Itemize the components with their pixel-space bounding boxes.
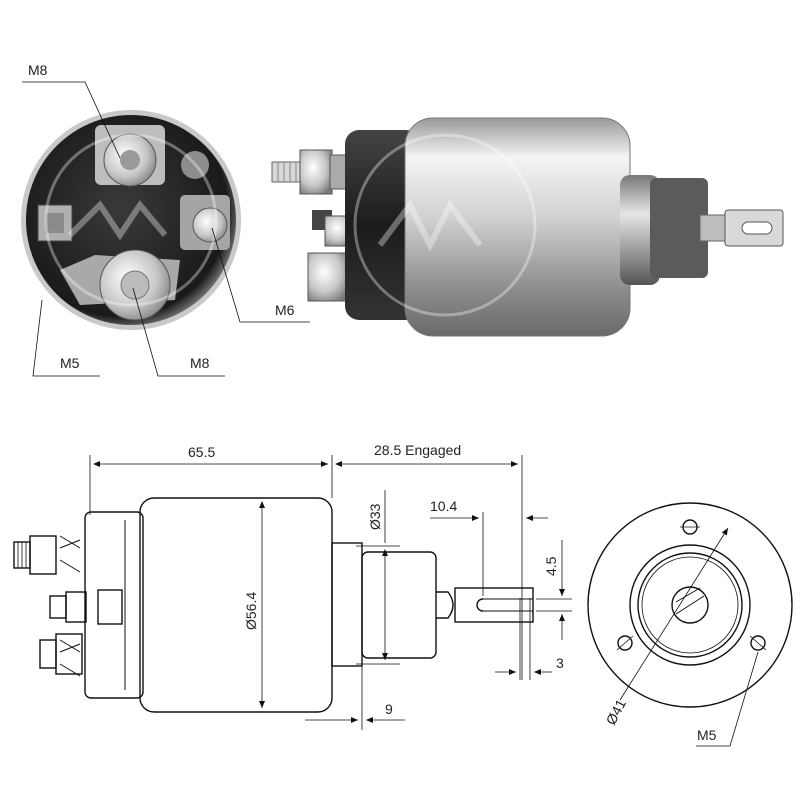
dim-stroke: 28.5 Engaged <box>374 442 461 458</box>
end-view-callouts: M8 M6 M5 M8 <box>22 62 310 377</box>
dim-nose-length: 9 <box>385 701 393 717</box>
callout-m5: M5 <box>60 355 80 371</box>
stud-m8-upper <box>271 149 353 195</box>
mount-hole-right <box>749 635 767 651</box>
dim-eyelet-offset: 10.4 <box>430 498 457 514</box>
dim-body-diameter: Ø56.4 <box>243 592 259 630</box>
drawing-side-view: 65.5 28.5 Engaged Ø56.4 Ø33 10.4 4.5 3 <box>13 442 572 730</box>
dim-body-length: 65.5 <box>188 444 215 460</box>
end-flange <box>587 502 793 708</box>
photo-end-view <box>21 110 241 330</box>
plunger-housing <box>650 178 708 278</box>
watermark-logo <box>44 133 218 307</box>
drawing-stud-bottom <box>39 633 83 677</box>
eyelet-outline <box>454 587 534 623</box>
drawing-stud-mid <box>49 589 123 625</box>
drawing-stud-top <box>13 535 81 575</box>
photo-side-view <box>271 117 784 337</box>
terminal-m6 <box>180 195 230 250</box>
watermark-logo-side <box>353 133 537 317</box>
callout-m6: M6 <box>275 302 295 318</box>
nose-outer <box>629 544 751 666</box>
plunger-end <box>671 586 709 624</box>
plunger-housing-outline <box>361 551 437 659</box>
dim-eyelet-width: 4.5 <box>543 556 559 576</box>
terminal-cap-outline <box>84 511 144 699</box>
callout-m8-bottom: M8 <box>190 355 210 371</box>
body-outline <box>139 497 333 713</box>
nose-outline <box>331 542 363 667</box>
stud-m8-lower <box>307 252 349 302</box>
dim-nose-diameter: Ø33 <box>367 503 383 530</box>
dim-bolt-circle: Ø41 <box>603 696 630 727</box>
dim-eyelet-hole: 3 <box>556 655 564 671</box>
dim-mount-thread: M5 <box>697 727 717 743</box>
end-cap <box>345 130 420 320</box>
mount-hole-left <box>616 635 634 651</box>
mount-hole-top <box>680 519 700 535</box>
drawing-end-view: Ø41 M5 <box>587 502 793 747</box>
terminal-m8-top <box>95 125 165 187</box>
callout-m8-top: M8 <box>28 62 48 78</box>
terminal-m5 <box>37 204 73 242</box>
terminal-m8-bottom <box>60 249 180 321</box>
